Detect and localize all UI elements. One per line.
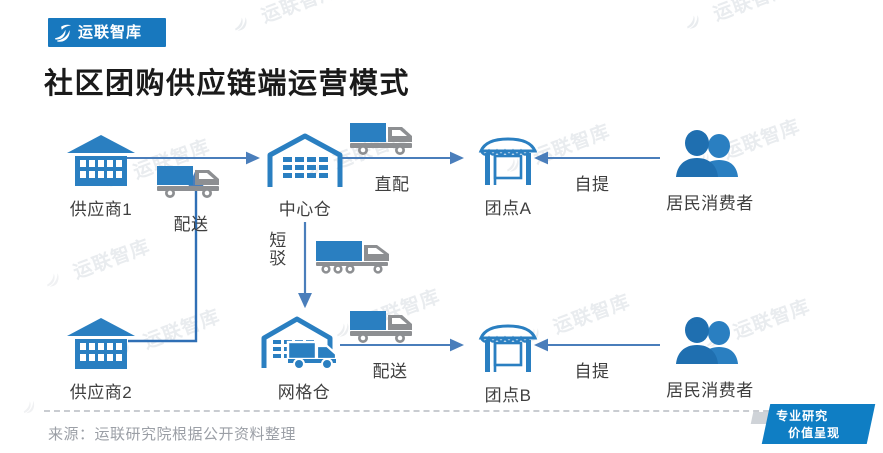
consumers-icon bbox=[650, 316, 770, 375]
node-supplier1[interactable]: 供应商1 bbox=[46, 133, 156, 220]
watermark: 运联智库 bbox=[227, 0, 342, 39]
factory-building-icon bbox=[46, 133, 156, 194]
badge-line-1: 专业研究 bbox=[776, 409, 829, 423]
watermark-swirl-icon bbox=[17, 393, 44, 421]
edge-label-direct-delivery: 直配 bbox=[374, 175, 410, 194]
storefront-icon bbox=[462, 134, 554, 193]
node-center-warehouse[interactable]: 中心仓 bbox=[255, 133, 355, 220]
footer-divider bbox=[44, 410, 839, 412]
brand-logo-text: 运联智库 bbox=[78, 24, 143, 41]
node-label: 居民消费者 bbox=[666, 381, 754, 400]
node-supplier2[interactable]: 供应商2 bbox=[46, 316, 156, 403]
brand-logo: 运联智库 bbox=[48, 18, 166, 47]
node-label: 供应商1 bbox=[69, 200, 133, 219]
edge-label-delivery-2: 配送 bbox=[372, 362, 408, 381]
watermark-swirl-icon bbox=[227, 8, 256, 39]
node-group-point-a[interactable]: 团点A bbox=[462, 134, 554, 219]
node-label: 居民消费者 bbox=[666, 194, 754, 213]
delivery-truck-icon bbox=[348, 120, 418, 161]
watermark-swirl-icon bbox=[39, 264, 68, 295]
watermark-swirl-icon bbox=[679, 6, 708, 37]
node-label: 团点A bbox=[484, 199, 532, 218]
node-label: 网格仓 bbox=[277, 383, 331, 402]
node-group-point-b[interactable]: 团点B bbox=[462, 321, 554, 406]
edge-label-delivery-1: 配送 bbox=[173, 215, 209, 234]
page-title: 社区团购供应链端运营模式 bbox=[44, 68, 411, 100]
delivery-truck-icon bbox=[155, 163, 225, 204]
node-grid-warehouse[interactable]: 网格仓 bbox=[252, 316, 356, 403]
warehouse-truck-icon bbox=[252, 316, 356, 377]
watermark-text: 运联智库 bbox=[70, 236, 154, 284]
node-consumers-a[interactable]: 居民消费者 bbox=[650, 129, 770, 214]
node-label: 供应商2 bbox=[69, 383, 133, 402]
watermark bbox=[17, 392, 47, 422]
long-truck-icon bbox=[314, 238, 394, 281]
quality-badge: 专业研究 价值呈现 bbox=[761, 404, 876, 444]
source-note: 来源：运联研究院根据公开资料整理 bbox=[48, 426, 297, 443]
watermark-text: 运联智库 bbox=[550, 291, 634, 339]
watermark-text: 运联智库 bbox=[258, 0, 342, 28]
node-consumers-b[interactable]: 居民消费者 bbox=[650, 316, 770, 401]
edge-label-self-pickup-a: 自提 bbox=[574, 175, 610, 194]
edge-label-shuttle: 短驳 bbox=[269, 231, 287, 268]
node-label: 中心仓 bbox=[278, 200, 332, 219]
edge-label-self-pickup-b: 自提 bbox=[574, 362, 610, 381]
warehouse-icon bbox=[255, 133, 355, 194]
consumers-icon bbox=[650, 129, 770, 188]
factory-building-icon bbox=[46, 316, 156, 377]
swirl-logo-icon bbox=[53, 22, 75, 44]
node-label: 团点B bbox=[484, 386, 532, 405]
watermark: 运联智库 bbox=[39, 232, 154, 296]
storefront-icon bbox=[462, 321, 554, 380]
badge-line-2: 价值呈现 bbox=[788, 426, 841, 441]
watermark-text: 运联智库 bbox=[710, 0, 794, 26]
watermark: 运联智库 bbox=[679, 0, 794, 37]
delivery-truck-icon bbox=[348, 308, 418, 349]
